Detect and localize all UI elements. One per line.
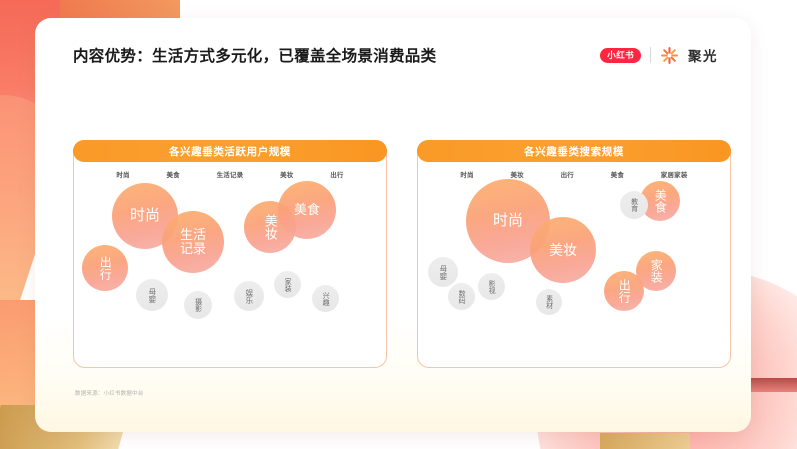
- bubble-label: 生活记录: [180, 227, 207, 256]
- decoration-red-tab: [747, 378, 797, 392]
- axis-label: 美食: [166, 172, 180, 179]
- bubble-美妆: 美妆: [530, 217, 596, 283]
- bubble-家装: 家装: [274, 271, 301, 298]
- panel-title-active-users: 各兴趣垂类活跃用户规模: [73, 140, 387, 162]
- bubble-label: 美妆: [262, 214, 278, 240]
- starburst-icon: [661, 46, 678, 64]
- bubble-出行: 出行: [604, 271, 644, 311]
- bubble-chart-active-users: 时尚生活记录美妆美食出行母婴摄影娱乐家装兴趣: [74, 175, 386, 367]
- bubble-label: 母婴: [147, 287, 157, 303]
- bubble-母婴: 母婴: [136, 279, 168, 311]
- brand-lockup: 小红书 聚光: [600, 44, 718, 66]
- bubble-label: 出行: [98, 256, 113, 280]
- panel-active-users: 各兴趣垂类活跃用户规模 时尚美食生活记录美妆出行 时尚生活记录美妆美食出行母婴摄…: [73, 140, 387, 368]
- axis-label: 生活记录: [216, 172, 244, 179]
- bubble-素材: 素材: [536, 289, 562, 315]
- axis-labels-active-users: 时尚 美食 生活记录 美妆 出行: [74, 169, 386, 179]
- content-card: 内容优势：生活方式多元化，已覆盖全场景消费品类 小红书: [35, 18, 751, 432]
- bubble-label: 数码: [458, 289, 466, 304]
- axis-label: 出行: [560, 172, 574, 179]
- bubble-生活记录: 生活记录: [162, 211, 224, 273]
- axis-label: 美食: [610, 172, 625, 179]
- axis-label: 时尚: [460, 172, 474, 179]
- bubble-label: 摄影: [194, 298, 202, 312]
- axis-label: 时尚: [116, 172, 130, 179]
- bubble-label: 美食: [653, 189, 668, 213]
- bubble-label: 母婴: [438, 264, 448, 280]
- bubble-教育: 教育: [620, 191, 648, 219]
- bubble-label: 影视: [488, 279, 496, 294]
- xiaohongshu-logo: 小红书: [600, 47, 641, 63]
- product-name: 聚光: [688, 49, 718, 64]
- bubble-出行: 出行: [82, 245, 128, 291]
- bubble-label: 素材: [545, 295, 553, 309]
- bubble-label: 时尚: [129, 207, 160, 225]
- panel-search-scale: 各兴趣垂类搜索规模 时尚美妆出行美食家居家装 时尚美妆美食家装出行教育母婴数码影…: [417, 140, 731, 368]
- page-title: 内容优势：生活方式多元化，已覆盖全场景消费品类: [73, 48, 437, 65]
- card-header: 内容优势：生活方式多元化，已覆盖全场景消费品类 小红书: [35, 18, 751, 94]
- decoration-gold-bottom: [600, 433, 690, 449]
- bubble-chart-search-scale: 时尚美妆美食家装出行教育母婴数码影视素材: [418, 175, 730, 367]
- axis-label: 出行: [330, 172, 344, 179]
- axis-label: 美妆: [280, 172, 294, 179]
- bubble-label: 时尚: [492, 212, 523, 230]
- bubble-美食: 美食: [278, 181, 336, 239]
- bubble-数码: 数码: [448, 283, 475, 310]
- bubble-label: 出行: [617, 279, 632, 303]
- bubble-兴趣: 兴趣: [312, 285, 339, 312]
- axis-label: 美妆: [510, 172, 524, 179]
- panel-title-search-scale: 各兴趣垂类搜索规模: [417, 140, 731, 162]
- bubble-娱乐: 娱乐: [234, 281, 264, 311]
- brand-divider: [650, 47, 651, 63]
- bubble-label: 美食: [293, 202, 320, 218]
- axis-labels-search-scale: 时尚 美妆 出行 美食 家居家装: [418, 169, 730, 179]
- bubble-label: 家装: [284, 277, 292, 292]
- axis-label: 家居家装: [660, 172, 688, 179]
- bubble-label: 兴趣: [322, 291, 330, 306]
- bubble-label: 美妆: [549, 241, 577, 258]
- bubble-影视: 影视: [478, 273, 505, 300]
- bubble-母婴: 母婴: [428, 257, 458, 287]
- bubble-label: 家装: [649, 259, 664, 283]
- bubble-摄影: 摄影: [184, 291, 212, 319]
- bubble-label: 娱乐: [244, 288, 254, 304]
- bubble-label: 教育: [630, 198, 638, 212]
- source-note: 数据来源：小红书数据中台: [75, 391, 144, 397]
